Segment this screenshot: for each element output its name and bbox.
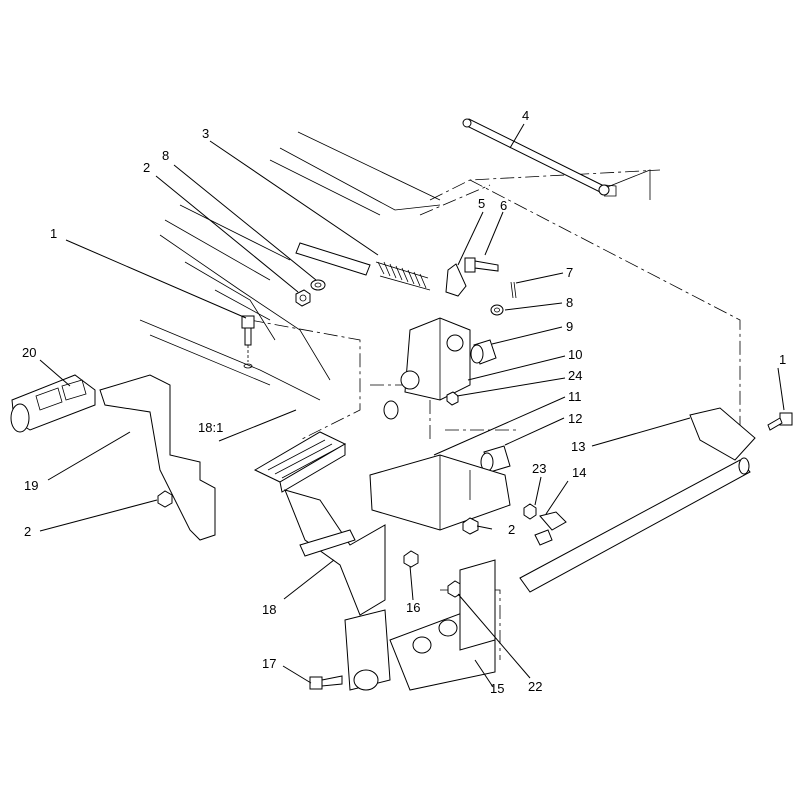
nut-upper — [295, 289, 311, 307]
bushing-upper — [470, 339, 497, 365]
callout-15: 15 — [490, 681, 504, 696]
bolt-left — [241, 315, 255, 369]
callout-19: 19 — [24, 478, 38, 493]
callout-18-1: 18:1 — [198, 420, 223, 435]
callout-10: 10 — [568, 347, 582, 362]
pivot-bracket — [400, 317, 471, 401]
callout-labels: 1 1 2 2 2 3 4 5 6 7 8 8 9 10 11 12 13 14… — [22, 108, 786, 696]
washer-right — [490, 304, 504, 316]
callout-12: 12 — [568, 411, 582, 426]
fitting — [534, 511, 567, 546]
mount-plate — [369, 454, 511, 535]
callout-18: 18 — [262, 602, 276, 617]
bushing-right — [480, 445, 511, 473]
callout-14: 14 — [572, 465, 586, 480]
nut-16 — [403, 550, 419, 568]
shaft — [519, 407, 756, 593]
callout-9: 9 — [566, 319, 573, 334]
callout-1-left: 1 — [50, 226, 57, 241]
pedal-pad — [253, 431, 347, 493]
frame-outline — [139, 131, 741, 660]
rod — [462, 118, 617, 197]
nut-foot — [157, 490, 173, 508]
bushing-middle — [383, 400, 399, 420]
pedal-arm — [284, 489, 386, 616]
nut-24 — [446, 391, 459, 406]
leader-lines — [39, 123, 785, 688]
callout-24: 24 — [568, 368, 582, 383]
foot-pedal — [99, 374, 216, 541]
lower-bracket — [344, 559, 496, 691]
bolt — [464, 257, 499, 273]
callout-5: 5 — [478, 196, 485, 211]
bolt-right — [767, 412, 793, 431]
callout-1-right: 1 — [779, 352, 786, 367]
spring — [295, 242, 431, 291]
callout-17: 17 — [262, 656, 276, 671]
callout-4: 4 — [522, 108, 529, 123]
callout-11: 11 — [568, 389, 582, 404]
bolt-17 — [309, 675, 343, 690]
callout-22: 22 — [528, 679, 542, 694]
callout-20: 20 — [22, 345, 36, 360]
callout-8-upper: 8 — [162, 148, 169, 163]
callout-6: 6 — [500, 198, 507, 213]
callout-23: 23 — [532, 461, 546, 476]
callout-2-center: 2 — [508, 522, 515, 537]
callout-8-right: 8 — [566, 295, 573, 310]
callout-16: 16 — [406, 600, 420, 615]
callout-13: 13 — [571, 439, 585, 454]
callout-7: 7 — [566, 265, 573, 280]
pedal-pad-cover — [10, 374, 96, 433]
cotter-pin — [510, 281, 517, 299]
callout-2-left: 2 — [24, 524, 31, 539]
nut-23 — [523, 503, 537, 520]
washer-upper — [310, 279, 326, 291]
callout-3: 3 — [202, 126, 209, 141]
callout-2-upper: 2 — [143, 160, 150, 175]
bracket — [445, 263, 467, 297]
